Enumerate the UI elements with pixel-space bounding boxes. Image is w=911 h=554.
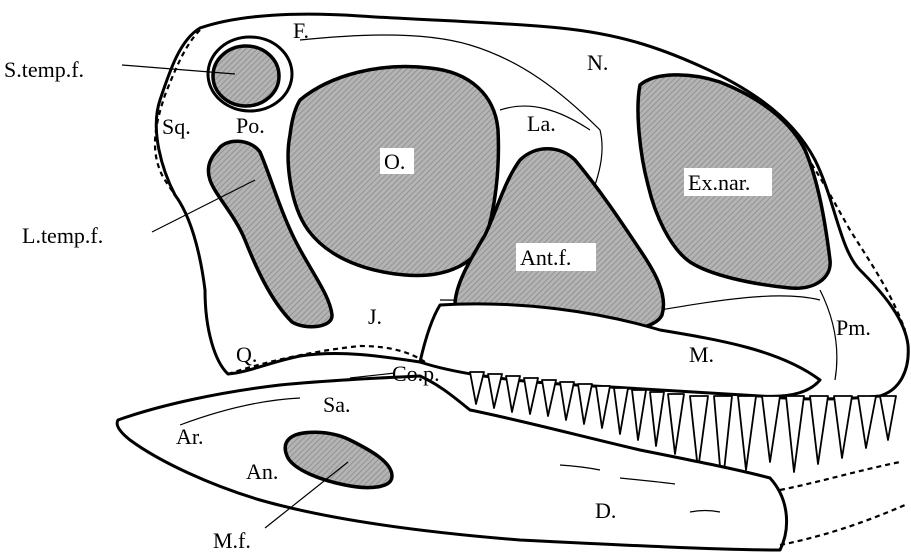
label-external-naris: Ex.nar. [688,170,750,195]
label-dentary: D. [595,498,616,523]
label-orbit: O. [384,149,405,174]
label-maxilla: M. [689,342,714,367]
label-antorbital-fenestra: Ant.f. [520,245,571,270]
label-squamosal: Sq. [162,114,191,139]
lower-jaw-outline [117,376,786,550]
label-postorbital: Po. [236,113,265,138]
label-coronoid-process: Co.p. [392,361,440,386]
label-angular: An. [246,459,278,484]
supratemporal-fenestra [213,46,279,106]
label-mandibular-fenestra: M.f. [213,528,251,553]
label-supratemporal-fenestra: S.temp.f. [4,57,84,82]
label-jugal: J. [368,304,382,329]
label-articular: Ar. [176,424,204,449]
label-frontal: F. [293,18,309,43]
label-quadrate: Q. [236,342,257,367]
label-lacrimal: La. [527,111,556,136]
label-surangular: Sa. [323,392,351,417]
label-lateral-temporal-fenestra: L.temp.f. [22,223,103,248]
label-premaxilla: Pm. [836,315,871,340]
label-nasal: N. [587,50,608,75]
